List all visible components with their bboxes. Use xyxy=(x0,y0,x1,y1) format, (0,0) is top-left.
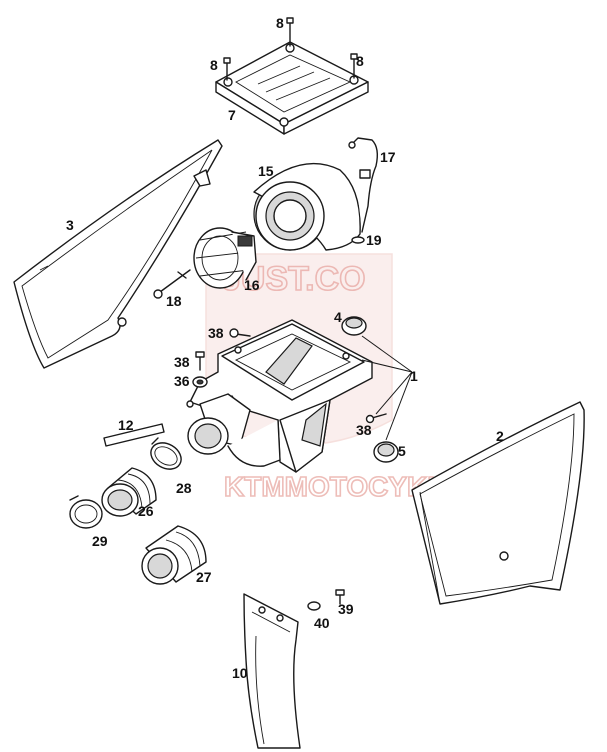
airbox-housing xyxy=(186,319,373,473)
label-part-16: 16 xyxy=(244,277,260,293)
rubber-plugs xyxy=(341,316,399,463)
mud-flap xyxy=(243,593,301,749)
label-part-1: 1 xyxy=(410,368,418,384)
leader-lines xyxy=(361,335,413,441)
label-part-19: 19 xyxy=(366,232,382,248)
lid-screws xyxy=(223,17,358,81)
retaining-pin xyxy=(153,269,191,299)
fasteners-39-40 xyxy=(307,589,345,611)
label-part-8-left: 8 xyxy=(210,57,218,73)
label-part-36: 36 xyxy=(174,373,190,389)
label-part-8-top: 8 xyxy=(276,15,284,31)
label-part-8-right: 8 xyxy=(356,53,364,69)
hose-clamp-29 xyxy=(69,495,103,529)
left-side-cover xyxy=(13,139,223,369)
label-part-27: 27 xyxy=(196,569,212,585)
label-part-26: 26 xyxy=(138,503,154,519)
part-labels: 1 2 3 4 5 7 8 8 8 10 12 15 16 17 18 19 2… xyxy=(66,15,504,681)
label-part-2: 2 xyxy=(496,428,504,444)
label-part-39: 39 xyxy=(338,601,354,617)
intake-boot xyxy=(101,467,157,517)
label-part-38-mid: 38 xyxy=(174,354,190,370)
label-part-17: 17 xyxy=(380,149,396,165)
label-part-18: 18 xyxy=(166,293,182,309)
right-side-cover xyxy=(411,401,585,605)
label-part-15: 15 xyxy=(258,163,274,179)
vent-tube xyxy=(348,137,379,244)
label-part-38-right: 38 xyxy=(356,422,372,438)
label-part-40: 40 xyxy=(314,615,330,631)
rubber-strip xyxy=(103,423,165,447)
label-part-3: 3 xyxy=(66,217,74,233)
carburetor-boot xyxy=(141,525,207,585)
bolts xyxy=(192,328,387,424)
label-part-5: 5 xyxy=(398,443,406,459)
label-part-10: 10 xyxy=(232,665,248,681)
airbox-lid xyxy=(215,41,369,135)
label-part-29: 29 xyxy=(92,533,108,549)
filter-cage xyxy=(193,227,257,289)
label-part-12: 12 xyxy=(118,417,134,433)
label-part-7: 7 xyxy=(228,107,236,123)
label-part-38-top: 38 xyxy=(208,325,224,341)
hose-clamp-28 xyxy=(150,437,182,470)
label-part-4: 4 xyxy=(334,309,342,325)
air-filter xyxy=(253,162,361,251)
label-part-28: 28 xyxy=(176,480,192,496)
